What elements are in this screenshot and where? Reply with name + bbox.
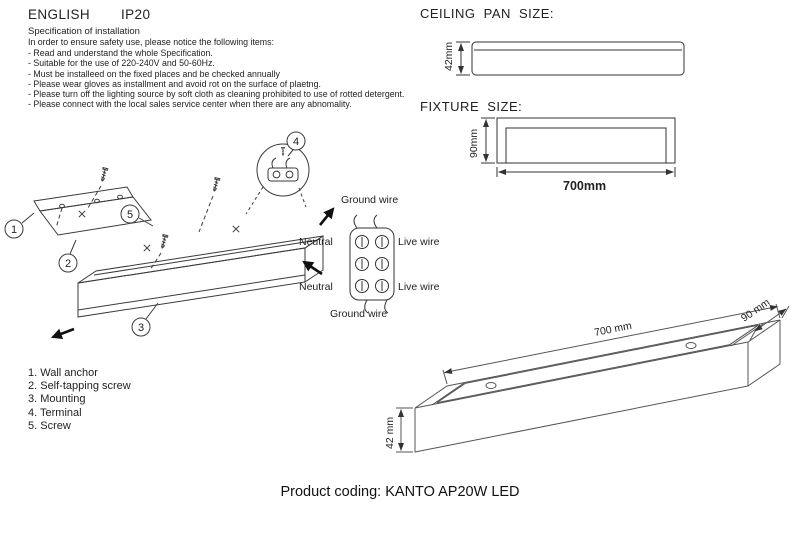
legend-item-self-tapping-screw: 2. Self-tapping screw (28, 380, 131, 393)
persp-mount-hole (685, 342, 697, 349)
spec-item: - Must be installeed on the fixed places… (28, 68, 280, 79)
arrow-to-ground-wire (318, 207, 335, 226)
legend-item-terminal: 4. Terminal (28, 406, 82, 419)
spec-item: - Read and understand the whole Specific… (28, 48, 213, 58)
ip-rating-label: IP20 (121, 7, 151, 22)
persp-mount-hole (485, 382, 497, 389)
terminal-screw-slots (361, 237, 383, 291)
neutral-bottom-label: Neutral (299, 281, 333, 293)
fixture-size-title: FIXTURE SIZE: (420, 99, 523, 114)
ceiling-pan-title: CEILING PAN SIZE: (420, 6, 555, 21)
fixture-width-label: 700mm (563, 179, 606, 193)
magnifier-pointer-lines (245, 186, 307, 215)
terminal-screw (375, 257, 389, 271)
persp-depth-dim-line (754, 308, 787, 332)
ceiling-pan-outline (471, 41, 685, 76)
ceiling-pan-drawing (456, 41, 685, 76)
persp-depth-label: 90 mm (739, 296, 772, 324)
fixture-detail-lines (77, 239, 319, 311)
bracket-hole (94, 198, 100, 204)
screw-icon (98, 166, 109, 183)
spec-item: - Please wear gloves as installment and … (28, 78, 321, 89)
mini-terminal-wires (271, 157, 291, 169)
live-wire-top-label: Live wire (398, 236, 440, 248)
screw-icon (158, 233, 169, 250)
fixture-front-face (77, 247, 306, 318)
ceiling-pan-dim-ticks (456, 41, 470, 76)
persp-length-dim-line (444, 305, 778, 374)
callout-number-1: 1 (11, 224, 17, 236)
fixture-body (77, 235, 324, 318)
cross-mark-icon (143, 244, 151, 252)
terminal-block-drawing (349, 214, 395, 314)
terminal-screw (355, 279, 369, 293)
persp-height-label: 42 mm (384, 417, 396, 449)
fixture-height-label: 90mm (468, 129, 480, 158)
legend-item-mounting: 3. Mounting (28, 393, 86, 406)
terminal-wire-hooks (353, 214, 389, 314)
legend-item-screw: 5. Screw (28, 419, 71, 432)
terminal-screw (355, 235, 369, 249)
legend-item-wall-anchor: 1. Wall anchor (28, 367, 98, 379)
cross-mark-icon (78, 210, 86, 218)
spec-item: - Suitable for the use of 220-240V and 5… (28, 58, 215, 69)
ground-wire-top-label: Ground wire (341, 194, 398, 206)
persp-height-ticks (396, 407, 413, 453)
callout-circle-3 (131, 317, 151, 337)
spec-item: - Please connect with the local sales se… (28, 99, 352, 110)
persp-right-face (747, 320, 781, 387)
screw-icon (280, 146, 286, 156)
installation-diagram (4, 131, 335, 340)
legend-list: 1. Wall anchor 2. Self-tapping screw 3. … (28, 367, 131, 433)
mini-terminal-screw (272, 170, 281, 179)
terminal-detail-magnifier (245, 143, 310, 215)
arrow-to-fixture-end (302, 260, 323, 276)
spec-item: - Please turn off the lighting source by… (28, 89, 405, 100)
terminal-screw (375, 235, 389, 249)
mini-terminal-screw (285, 170, 294, 179)
fixture-inner-profile (505, 127, 667, 164)
product-coding-label: Product coding: KANTO AP20W LED (280, 484, 520, 500)
callout-circle-2 (58, 253, 78, 273)
spec-title: Specification of installation (28, 26, 140, 37)
bracket-flange (39, 196, 152, 236)
mini-terminal-block (267, 167, 299, 182)
fixture-outline (496, 117, 676, 164)
bracket-hole (59, 203, 65, 209)
bracket-hole (117, 194, 123, 200)
magnifier-circle (256, 143, 310, 197)
ceiling-pan-height-label: 42mm (443, 42, 455, 71)
callout-circle-1 (4, 219, 24, 239)
terminal-screw (355, 257, 369, 271)
callout-circle-5 (120, 204, 140, 224)
neutral-top-label: Neutral (299, 236, 333, 248)
live-wire-bottom-label: Live wire (398, 281, 440, 293)
fixture-top-face (77, 235, 324, 284)
callout-circle-4 (286, 131, 306, 151)
spec-items: - Read and understand the whole Specific… (28, 48, 404, 110)
fixture-size-drawing (481, 117, 676, 177)
screw-icon (210, 176, 221, 193)
callout-number-3: 3 (138, 322, 144, 334)
fixture-width-ticks (496, 167, 676, 177)
language-label: ENGLISH (28, 7, 91, 22)
callout-number-4: 4 (293, 136, 299, 148)
direction-arrows (50, 207, 335, 340)
callout-number-2: 2 (65, 258, 71, 270)
spec-intro: In order to ensure safety use, please no… (28, 37, 274, 47)
arrow-lower-left (50, 327, 75, 340)
callout-leader-lines (21, 149, 294, 320)
wall-bracket (33, 186, 152, 236)
perspective-drawing (396, 303, 790, 453)
fixture-height-ticks (481, 117, 495, 164)
callout-markers (4, 131, 306, 337)
terminal-block-outline (349, 227, 395, 301)
cross-mark-icon (232, 225, 240, 233)
terminal-screw (375, 279, 389, 293)
callout-number-5: 5 (127, 209, 133, 221)
ground-wire-bottom-label: Ground wire (330, 308, 387, 320)
